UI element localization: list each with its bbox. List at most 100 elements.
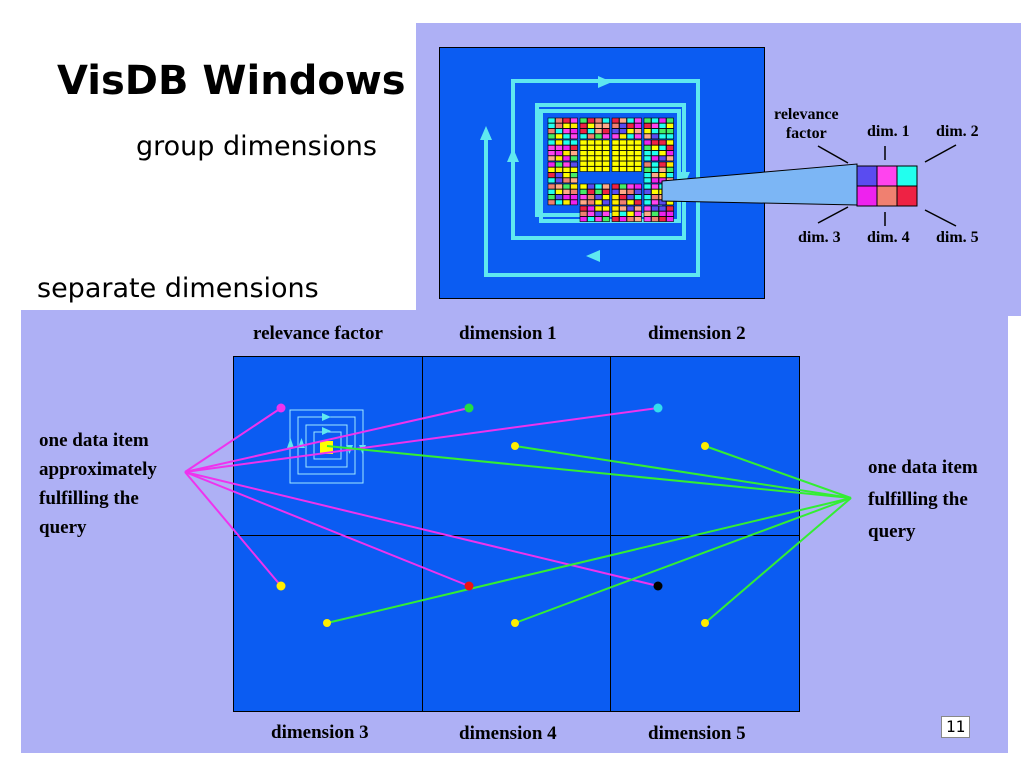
label-dimension-5: dimension 5	[648, 723, 746, 744]
group-pixel	[643, 117, 652, 124]
group-pixel	[594, 145, 603, 151]
group-pixel	[634, 183, 642, 190]
group-pixel	[555, 167, 563, 173]
group-pixel	[547, 177, 556, 184]
group-pixel	[626, 205, 635, 212]
group-pixel	[579, 216, 588, 222]
group-pixel	[611, 183, 620, 190]
group-pixel	[570, 117, 578, 124]
group-pixel	[547, 199, 556, 206]
group-pixel	[570, 167, 578, 173]
group-pixel	[587, 199, 595, 206]
group-pixel	[666, 161, 674, 168]
label-relevance-factor-small: relevance factor	[774, 106, 839, 142]
group-pixel	[634, 117, 642, 124]
group-pixel	[611, 166, 620, 172]
group-pixel	[626, 183, 635, 190]
group-pixel	[634, 216, 642, 222]
group-pixel	[611, 123, 620, 129]
subtitle-group-dimensions: group dimensions	[136, 131, 377, 162]
group-pixel	[587, 145, 595, 151]
group-pixel	[570, 139, 578, 146]
group-pixel	[570, 189, 578, 195]
group-pixel	[626, 123, 635, 129]
group-pixel	[619, 199, 627, 206]
group-pixel	[570, 199, 578, 206]
group-pixel	[562, 189, 571, 195]
group-pixel	[634, 199, 642, 206]
point-dim2	[653, 403, 663, 413]
group-pixel	[658, 211, 667, 217]
group-pixel	[658, 123, 667, 129]
group-pixel	[666, 205, 674, 212]
group-pixel	[587, 183, 595, 190]
group-pixel	[579, 166, 588, 172]
pixel-dim5	[896, 185, 918, 207]
group-pixel	[579, 123, 588, 129]
group-pixel	[602, 155, 610, 162]
group-pixel	[634, 155, 642, 162]
group-pixel	[666, 139, 674, 146]
group-pixel	[634, 211, 642, 217]
group-pixel	[594, 199, 603, 206]
group-pixel	[634, 145, 642, 151]
group-pixel	[619, 216, 627, 222]
point-dim1-fulfill	[511, 442, 519, 450]
group-pixel	[666, 123, 674, 129]
group-pixel	[579, 205, 588, 212]
group-pixel	[555, 177, 563, 184]
group-pixel	[579, 139, 588, 146]
group-pixel	[579, 189, 588, 195]
group-pixel	[643, 183, 652, 190]
group-pixel	[651, 216, 659, 222]
group-pixel	[666, 117, 674, 124]
group-pixel	[547, 189, 556, 195]
group-pixel	[611, 160, 620, 167]
group-pixel	[626, 216, 635, 222]
group-pixel	[594, 139, 603, 146]
group-pixel	[658, 133, 667, 140]
group-pixel	[562, 199, 571, 206]
group-pixel	[570, 177, 578, 184]
group-pixel	[602, 123, 610, 129]
point-dim3-fulfill	[323, 619, 331, 627]
group-pixel	[594, 189, 603, 195]
group-pixel	[619, 155, 627, 162]
group-pixel	[579, 183, 588, 190]
point-dim3	[276, 581, 286, 591]
group-pixel	[594, 155, 603, 162]
group-pixel	[626, 145, 635, 151]
group-pixel	[602, 166, 610, 172]
group-pixel	[555, 145, 563, 151]
group-pixel	[643, 189, 652, 195]
label-dimension-1: dimension 1	[459, 323, 557, 344]
group-pixel	[579, 133, 588, 140]
group-pixel	[666, 155, 674, 162]
group-pixel	[666, 133, 674, 140]
group-pixel	[619, 145, 627, 151]
group-pixel	[634, 189, 642, 195]
group-pixel	[611, 216, 620, 222]
group-pixel	[611, 155, 620, 162]
callout-pointer-lines	[817, 144, 957, 227]
group-pixel	[619, 211, 627, 217]
group-pixel	[587, 211, 595, 217]
group-pixel	[587, 139, 595, 146]
group-pixel	[587, 160, 595, 167]
group-pixel	[562, 177, 571, 184]
group-pixel	[602, 216, 610, 222]
group-pixel	[651, 211, 659, 217]
group-pixel	[643, 145, 652, 151]
group-pixel	[555, 161, 563, 168]
group-pixel	[651, 133, 659, 140]
group-pixel	[658, 117, 667, 124]
group-pixel	[594, 211, 603, 217]
group-pixel	[651, 161, 659, 168]
group-pixel	[562, 167, 571, 173]
group-pixel	[626, 160, 635, 167]
group-pixel	[666, 167, 674, 173]
group-pixel	[587, 189, 595, 195]
group-pixel	[562, 145, 571, 151]
